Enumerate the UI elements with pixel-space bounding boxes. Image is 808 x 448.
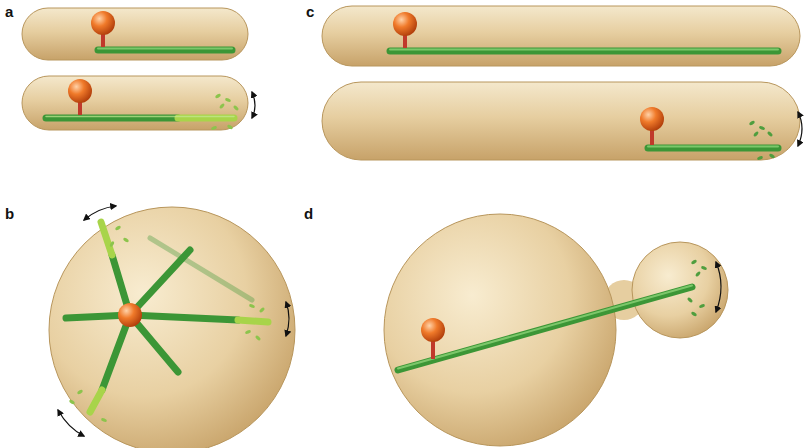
force-arrow: [286, 302, 289, 336]
mother-cell: [384, 214, 616, 446]
force-arrow: [798, 112, 802, 146]
nucleus-sphere: [421, 318, 445, 342]
microtubule: [648, 145, 778, 152]
motor-stalk: [403, 34, 407, 48]
tubulin-dimers: [687, 259, 708, 317]
round-cell: [49, 207, 295, 448]
cell-capsule: [22, 76, 248, 130]
motor-stalk: [101, 33, 105, 47]
panel-letter: b: [5, 206, 14, 221]
motor-stalk: [78, 101, 82, 115]
aster: [66, 222, 268, 412]
microtubule-growing-end: [178, 115, 234, 122]
microtubule-highlight: [648, 146, 778, 148]
cell-capsule: [322, 82, 800, 160]
microtubule-highlight: [46, 116, 234, 118]
nucleus-sphere: [91, 11, 115, 35]
nucleus-sphere: [640, 107, 664, 131]
tubulin-dimers: [211, 93, 240, 130]
motor-stalk: [431, 341, 435, 359]
microtubule: [46, 115, 178, 122]
panel-letter: c: [306, 4, 314, 19]
centrosome-sphere: [118, 303, 142, 327]
force-arrow: [252, 92, 255, 118]
motor-stalk: [650, 130, 654, 145]
tubulin-dimers: [749, 120, 776, 160]
tubulin-dimers: [69, 225, 266, 422]
microtubule-back: [150, 238, 252, 300]
cell-capsule: [322, 6, 800, 66]
nucleus-sphere: [393, 12, 417, 36]
microtubule: [98, 47, 232, 54]
microtubule-highlight: [98, 48, 232, 50]
force-arrow: [716, 262, 721, 312]
microtubule: [390, 48, 778, 55]
microtubule-highlight: [398, 286, 692, 369]
force-arrow: [58, 410, 84, 436]
cell-capsule: [22, 8, 248, 60]
microtubule: [398, 287, 692, 370]
nucleus-sphere: [68, 79, 92, 103]
force-arrow: [84, 206, 116, 220]
panel-letter: a: [5, 4, 13, 19]
microtubule-highlight: [390, 49, 778, 51]
panel-letter: d: [304, 206, 313, 221]
